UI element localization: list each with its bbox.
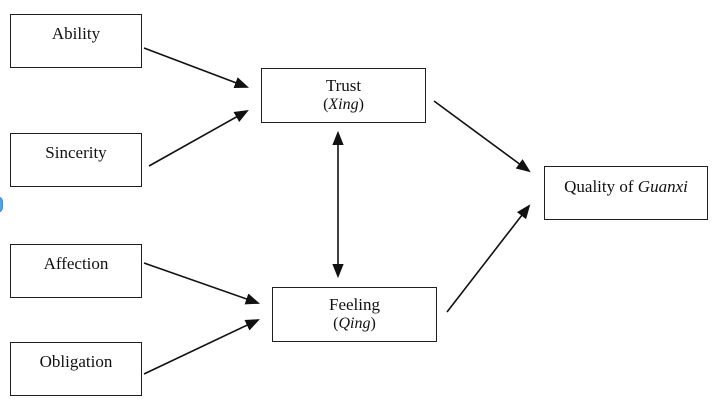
edge-ability-trust — [143, 47, 250, 89]
edge-affection-feeling — [143, 262, 261, 305]
node-feeling-label: Feeling — [329, 295, 380, 314]
edge-trust-quality — [433, 100, 531, 173]
node-ability: Ability — [10, 14, 142, 68]
node-obligation-label: Obligation — [39, 352, 113, 371]
node-trust-subtitle: (Xing) — [323, 96, 364, 113]
node-obligation: Obligation — [10, 342, 142, 396]
node-feeling: Feeling (Qing) — [272, 287, 437, 342]
node-sincerity: Sincerity — [10, 133, 142, 187]
edge-sincerity-trust — [148, 109, 249, 167]
node-affection-label: Affection — [43, 254, 109, 273]
node-trust-label: Trust — [325, 76, 362, 95]
node-sincerity-label: Sincerity — [45, 143, 107, 162]
node-quality-label: Quality of Guanxi — [564, 177, 688, 196]
edge-feeling-quality — [446, 204, 531, 313]
edge-obligation-feeling — [143, 319, 260, 375]
node-quality-of-guanxi: Quality of Guanxi — [544, 166, 708, 220]
node-feeling-subtitle: (Qing) — [333, 315, 376, 332]
node-affection: Affection — [10, 244, 142, 298]
node-ability-label: Ability — [51, 24, 101, 43]
node-trust: Trust (Xing) — [261, 68, 426, 123]
